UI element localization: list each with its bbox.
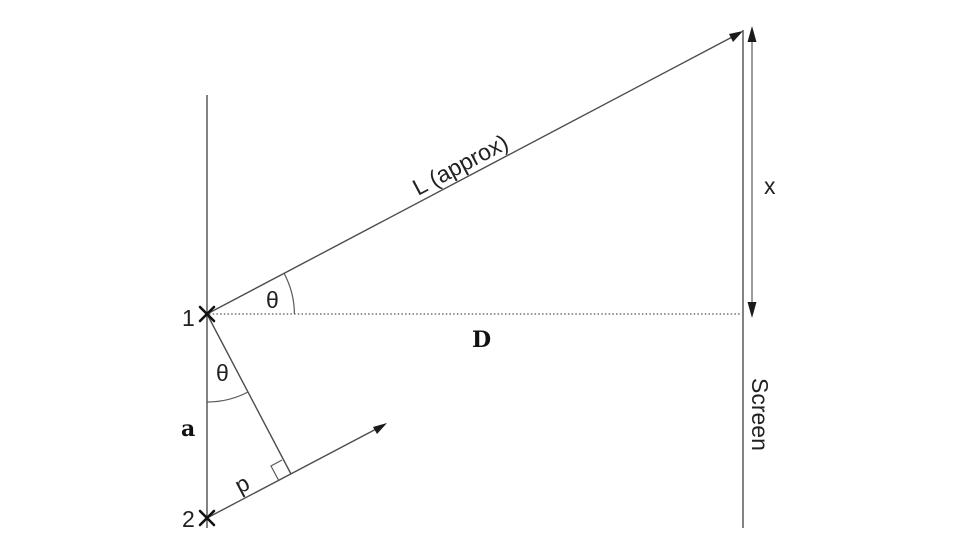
screen-label: Screen — [747, 378, 773, 451]
fringe-offset-arrowhead-top — [747, 26, 757, 42]
slit2-ray-arrowhead — [373, 423, 387, 434]
distance-label: D — [472, 327, 491, 353]
path-length-arrowhead — [729, 31, 743, 42]
slit-1-marker — [198, 305, 216, 323]
theta-bottom-label: θ — [216, 360, 229, 386]
perpendicular-line — [206, 313, 292, 475]
path-difference-label: p — [230, 469, 253, 498]
slit-2-label: 2 — [182, 506, 195, 532]
slit-separation-label: a — [181, 416, 195, 442]
path-length-ray — [206, 34, 737, 315]
slit-1-label: 1 — [182, 305, 195, 331]
theta-arc-top — [283, 272, 295, 315]
fringe-offset-label: x — [764, 173, 776, 199]
right-angle-marker — [270, 459, 283, 482]
theta-top-label: θ — [266, 287, 279, 313]
slit-2-marker — [198, 509, 216, 527]
fringe-offset-arrowhead-bottom — [747, 302, 757, 318]
slit2-ray — [206, 426, 381, 519]
path-length-label: L (approx) — [408, 129, 512, 200]
theta-arc-bottom — [206, 391, 249, 403]
